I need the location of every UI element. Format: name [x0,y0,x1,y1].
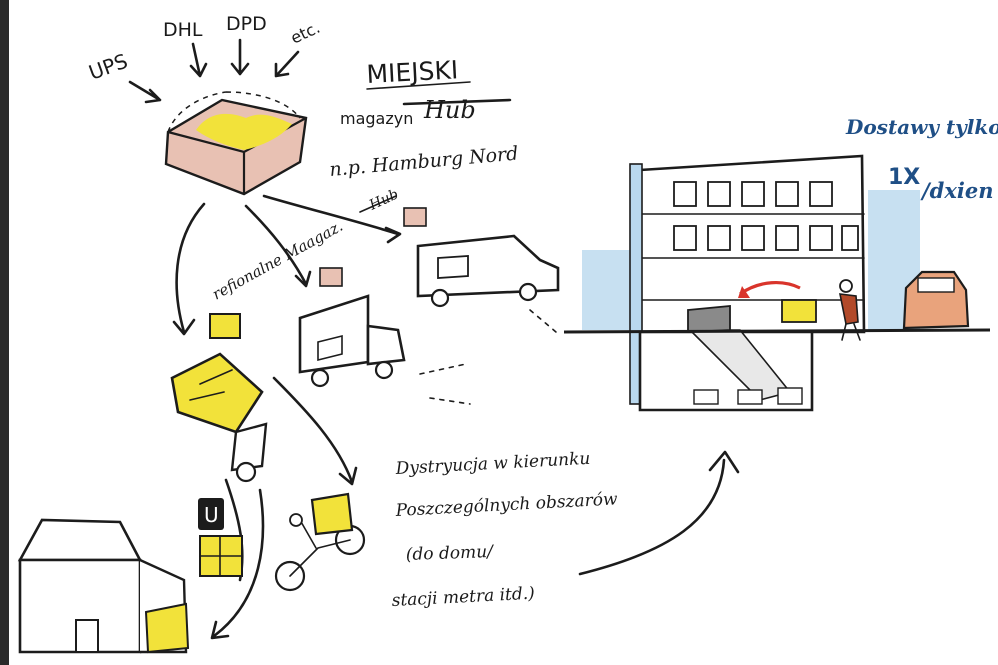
cargo-bike-icon [276,494,364,590]
distribution-text: Dystryucja w kierunku Poszczególnych obs… [391,449,618,611]
hub-label-crossed: Hub [423,96,476,124]
loader-vehicle-icon [172,354,266,481]
arrow-down-icon [130,82,160,102]
hub-label: MIEJSKI magazyn Hub n.p. Hamburg Nord [329,55,520,181]
carrier-dpd-label: DPD [226,13,267,35]
carrier-ups-label: UPS [86,49,131,85]
car-icon [904,272,968,328]
hub-label-line2: magazyn [340,109,413,128]
carrier-etc-label: etc. [288,18,323,48]
left-edge-bar [0,0,9,665]
distribution-line2: Poszczególnych obszarów [394,489,618,521]
carrier-arrows [130,40,298,102]
arrow-down-icon [232,40,248,74]
motion-lines [420,364,470,404]
regional-hub-crossed: Hub [366,186,401,214]
distribution-line3: (do domu/ [405,542,495,565]
motion-lines [530,310,556,332]
warehouse-crate-icon [166,92,306,194]
metro-sign-letter: U [204,503,219,527]
delivery-note-line2: 1X [888,165,920,190]
distribution-line4: stacji metra itd.) [391,584,535,611]
curved-arrow-icon [580,452,738,574]
distribution-line1: Dystryucja w kierunku [394,449,591,479]
arrow-down-icon [191,44,206,76]
delivery-van-icon [418,236,558,306]
arrow-down-icon [276,52,298,76]
hub-label-line3: n.p. Hamburg Nord [329,143,520,181]
house-icon [20,520,188,652]
regional-hub-label: refionalne Maagaz. [209,217,346,304]
delivery-note-line3: /dxien [920,178,993,203]
delivery-note: Dostawy tylko 1X /dxien [845,115,998,203]
carrier-dhl-label: DHL [163,19,203,41]
truck-icon [300,296,404,386]
delivery-note-line1: Dostawy tylko [845,115,998,139]
